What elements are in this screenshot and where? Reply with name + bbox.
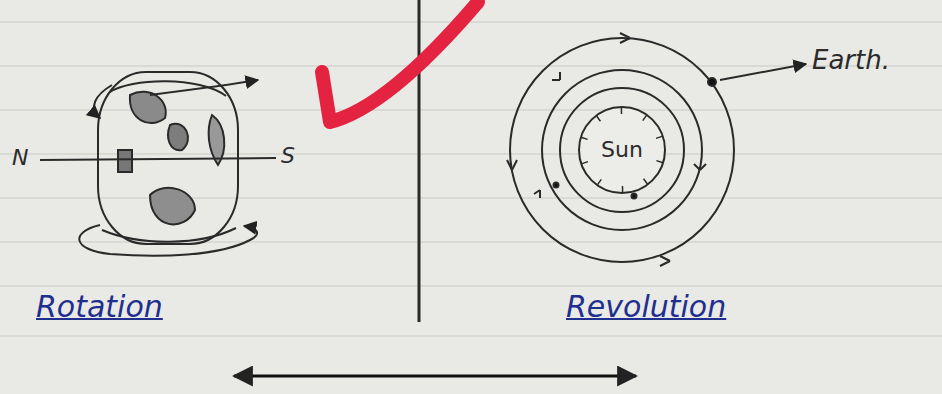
sun-label: Sun: [601, 138, 643, 162]
sun-circle: Sun: [577, 105, 667, 195]
heading-label: Revolution: [566, 290, 726, 323]
divider-line: [418, 0, 421, 322]
pole-label: S: [281, 144, 295, 168]
orbits: [507, 33, 806, 266]
earth-globe: [40, 72, 276, 256]
callout-label: Earth.: [812, 46, 890, 75]
check-mark: [322, 2, 478, 122]
double-arrow: [234, 375, 636, 378]
heading-label: Rotation: [36, 290, 163, 323]
ruled-lines: [0, 22, 942, 336]
pole-label: N: [12, 146, 28, 170]
